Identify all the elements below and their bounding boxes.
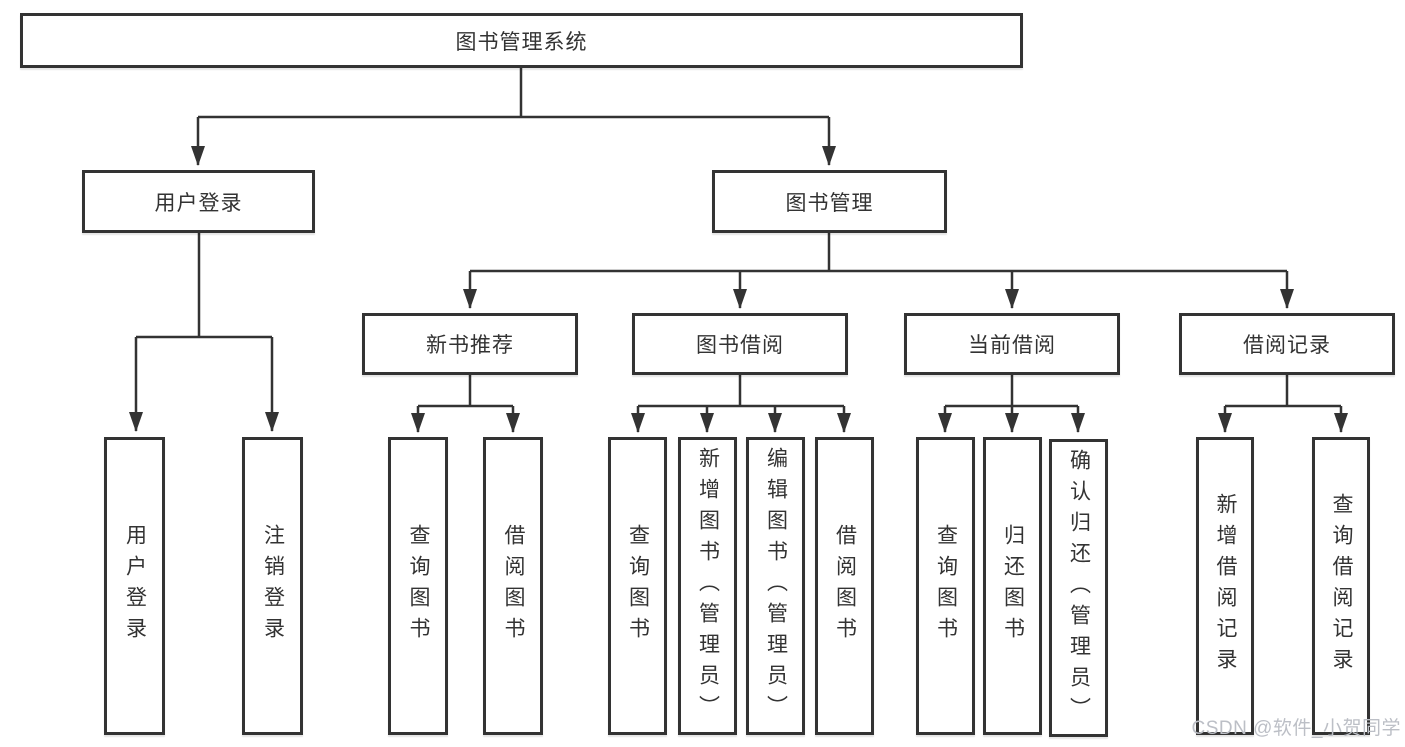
leaf-records-query-record: 查询借阅记录 (1312, 437, 1370, 735)
leaf-label: 注销登录 (261, 524, 285, 648)
node-current-borrowing: 当前借阅 (904, 313, 1120, 375)
leaf-borrow-edit-book-admin: 编辑图书（管理员） (746, 437, 805, 735)
leaf-logout: 注销登录 (242, 437, 303, 735)
node-new-book-recommendation: 新书推荐 (362, 313, 578, 375)
csdn-watermark: CSDN @软件_小贺同学 (1191, 718, 1401, 739)
leaf-label: 编辑图书（管理员） (764, 446, 788, 726)
leaf-borrow-query-books: 查询图书 (608, 437, 667, 735)
node-label: 当前借阅 (968, 334, 1056, 357)
leaf-current-confirm-return-admin: 确认归还（管理员） (1049, 439, 1108, 737)
leaf-label: 查询图书 (626, 524, 650, 648)
node-book-borrowing: 图书借阅 (632, 313, 848, 375)
node-borrowing-records: 借阅记录 (1179, 313, 1395, 375)
node-library-management-system: 图书管理系统 (20, 13, 1023, 68)
node-label: 图书借阅 (696, 334, 784, 357)
leaf-newbooks-query-books: 查询图书 (388, 437, 448, 735)
node-book-management: 图书管理 (712, 170, 947, 233)
leaf-label: 确认归还（管理员） (1067, 448, 1091, 728)
leaf-label: 新增图书（管理员） (696, 446, 720, 726)
leaf-borrow-borrow-books: 借阅图书 (815, 437, 874, 735)
leaf-label: 查询图书 (407, 524, 430, 648)
leaf-label: 新增借阅记录 (1214, 493, 1237, 679)
leaf-label: 查询借阅记录 (1330, 493, 1353, 679)
leaf-current-query-books: 查询图书 (916, 437, 975, 735)
leaf-label: 查询图书 (934, 524, 958, 648)
node-label: 用户登录 (154, 191, 243, 215)
leaf-user-login: 用户登录 (104, 437, 165, 735)
node-user-login: 用户登录 (82, 170, 315, 233)
leaf-label: 借阅图书 (833, 524, 857, 648)
leaf-records-add-record: 新增借阅记录 (1196, 437, 1254, 735)
node-label: 借阅记录 (1243, 334, 1331, 357)
leaf-label: 用户登录 (123, 524, 147, 648)
node-label: 新书推荐 (426, 334, 514, 357)
leaf-borrow-add-book-admin: 新增图书（管理员） (678, 437, 737, 735)
leaf-current-return-books: 归还图书 (983, 437, 1042, 735)
node-label: 图书管理 (785, 191, 874, 215)
leaf-label: 借阅图书 (502, 524, 525, 648)
leaf-newbooks-borrow-books: 借阅图书 (483, 437, 543, 735)
leaf-label: 归还图书 (1001, 524, 1025, 648)
node-label: 图书管理系统 (455, 30, 588, 54)
